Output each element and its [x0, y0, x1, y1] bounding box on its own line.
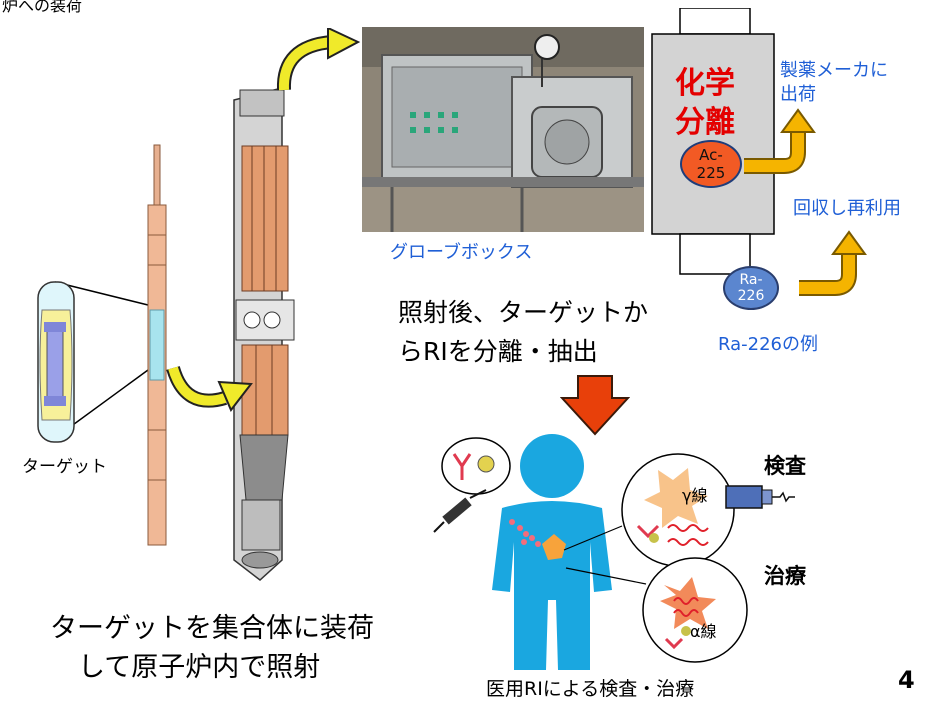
detector-icon: [725, 485, 795, 509]
fuel-assembly-illustration: [37, 87, 295, 581]
ship-arrow: [744, 108, 816, 174]
recycle-label: 回収し再利用: [793, 198, 901, 219]
chem-separation-box: [651, 8, 775, 275]
ac225-line1: Ac-: [699, 146, 723, 164]
alpha-label: α線: [690, 622, 717, 641]
caption-left-line1: ターゲットを集合体に装荷: [50, 613, 374, 644]
treatment-label: 治療: [764, 564, 806, 588]
down-arrow: [560, 375, 630, 436]
target-capsule: [37, 281, 75, 443]
caption-left-line2: して原子炉内で照射: [78, 652, 321, 683]
antibody-bubble: [441, 437, 511, 495]
glovebox-label: グローブボックス: [390, 242, 533, 263]
target-label: ターゲット: [22, 457, 107, 477]
separation-text-line2: らRIを分離・抽出: [398, 337, 598, 366]
treatment-bubble: [642, 557, 748, 663]
separation-text-line1: 照射後、ターゲットか: [398, 298, 649, 327]
ac225-badge: Ac- 225: [680, 140, 742, 188]
ship-label-line2: 出荷: [780, 84, 816, 105]
header-fragment: 炉への装荷: [2, 0, 83, 15]
curved-arrow-to-glovebox: [276, 28, 361, 91]
pointer-lines: [563, 525, 647, 585]
glovebox-photo: [362, 27, 644, 232]
page-number: 4: [898, 666, 915, 694]
medical-caption: 医用RIによる検査・治療: [486, 678, 695, 700]
fuel-rod: [147, 144, 167, 546]
ra226-badge: Ra- 226: [723, 266, 779, 310]
curved-arrow-to-assembly: [166, 365, 253, 412]
human-figure: [492, 434, 612, 670]
gamma-label: γ線: [682, 486, 708, 505]
chem-sep-title-line2: 分離: [675, 105, 735, 140]
ship-label-line1: 製薬メーカに: [780, 60, 888, 81]
syringe-icon: [433, 489, 487, 533]
chem-sep-title-line1: 化学: [675, 66, 735, 101]
ra226-line1: Ra-: [739, 272, 763, 288]
assembly-cutaway: [233, 87, 295, 581]
ac225-line2: 225: [696, 164, 726, 182]
recycle-arrow: [799, 230, 867, 296]
ra226-line2: 226: [737, 288, 765, 304]
ra-example-label: Ra-226の例: [718, 334, 818, 355]
exam-label: 検査: [764, 454, 806, 478]
